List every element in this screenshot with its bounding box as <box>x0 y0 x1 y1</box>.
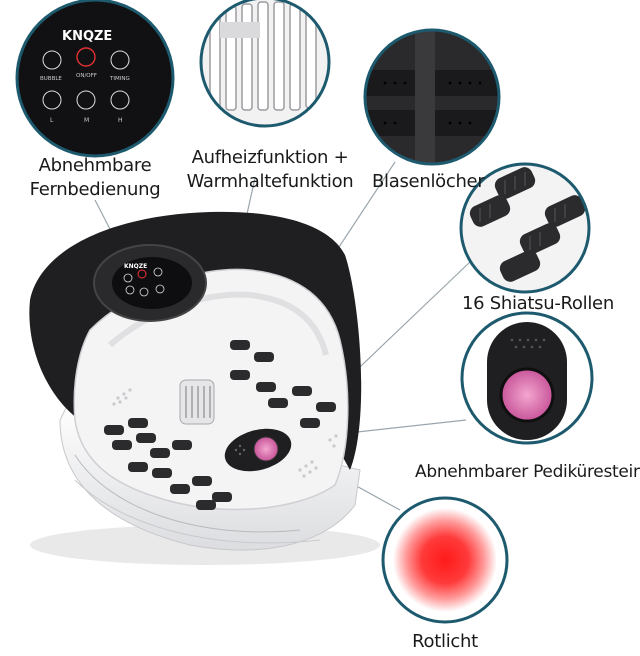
svg-text:KNQZE: KNQZE <box>124 263 147 270</box>
zoom-heater <box>199 0 331 128</box>
svg-text:L: L <box>50 117 54 124</box>
stone-label: Abnehmbarer Pediküresteine <box>415 462 640 482</box>
svg-text:H: H <box>118 117 123 124</box>
rollers-label: 16 Shiatsu-Rollen <box>462 293 614 314</box>
bubbles-label: Blasenlöcher <box>372 171 485 192</box>
zoom-shiatsu-rollers <box>459 162 591 294</box>
foot-spa-tub: KNQZE <box>29 211 380 565</box>
remote-label-line2: Fernbedienung <box>29 179 161 200</box>
heater-label-line1: Aufheizfunktion + <box>191 147 349 168</box>
remote-brand: KNQZE <box>62 29 112 44</box>
svg-text:TIMING: TIMING <box>109 76 130 82</box>
heater-label-line2: Warmhaltefunktion <box>186 171 354 192</box>
svg-text:ON/OFF: ON/OFF <box>76 73 97 79</box>
zoom-remote: KNQZE BUBBLE ON/OFF TIMING L M H <box>15 0 175 158</box>
zoom-bubble-holes <box>363 28 501 166</box>
red-light-label: Rotlicht <box>412 631 478 652</box>
zoom-pedicure-stone <box>460 311 594 445</box>
svg-text:BUBBLE: BUBBLE <box>40 76 62 82</box>
zoom-red-light <box>381 496 509 624</box>
svg-text:M: M <box>84 117 89 124</box>
remote-label-line1: Abnehmbare <box>38 155 152 176</box>
